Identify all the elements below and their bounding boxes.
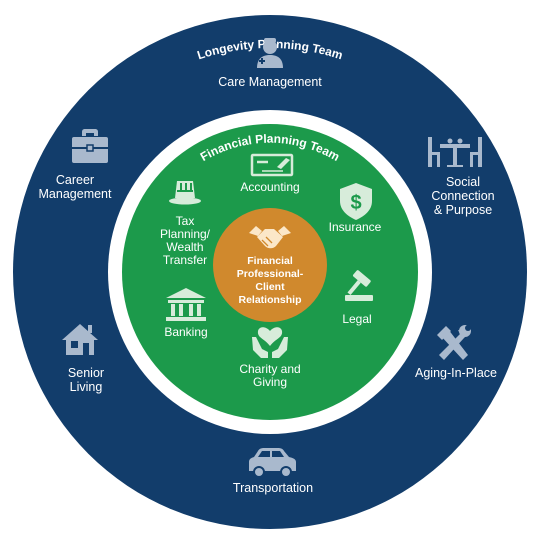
label-insurance: Insurance xyxy=(329,220,382,234)
label-tax-planning-line: Transfer xyxy=(163,253,207,267)
gavel-icon xyxy=(345,270,373,301)
core-label-line: Relationship xyxy=(238,294,301,306)
bank-icon xyxy=(166,288,206,321)
label-legal: Legal xyxy=(342,312,371,326)
car-icon xyxy=(249,448,296,478)
hands-heart-icon xyxy=(252,327,288,358)
label-career-management-line: Management xyxy=(39,187,112,201)
handshake-icon xyxy=(249,226,291,249)
svg-text:$: $ xyxy=(350,192,361,214)
label-senior-living-line: Living xyxy=(70,380,103,394)
label-social-connection-line: Social xyxy=(446,175,480,189)
nurse-icon xyxy=(257,38,283,68)
label-accounting-line: Accounting xyxy=(240,180,299,194)
label-aging-in-place-line: Aging-In-Place xyxy=(415,366,497,380)
label-care-management-line: Care Management xyxy=(218,75,322,89)
uncle-sam-hat-icon xyxy=(169,181,201,205)
label-insurance-line: Insurance xyxy=(329,220,382,234)
core-label-line: Professional- xyxy=(237,268,304,280)
core-circle xyxy=(213,208,327,322)
dining-table-icon xyxy=(428,137,482,167)
tools-icon xyxy=(437,325,471,360)
label-tax-planning-line: Tax xyxy=(176,214,195,228)
label-care-management: Care Management xyxy=(218,75,322,89)
label-social-connection-line: & Purpose xyxy=(434,203,492,217)
core-label-line: Client xyxy=(255,281,285,293)
check-icon xyxy=(250,153,294,177)
label-legal-line: Legal xyxy=(342,312,371,326)
core-label-line: Financial xyxy=(247,255,293,267)
dollar-shield-icon: $ xyxy=(340,183,372,220)
label-charity-giving-line: Giving xyxy=(253,375,287,389)
label-transportation: Transportation xyxy=(233,481,313,495)
label-career-management-line: Career xyxy=(56,173,94,187)
label-tax-planning-line: Planning/ xyxy=(160,227,211,241)
label-transportation-line: Transportation xyxy=(233,481,313,495)
house-icon xyxy=(62,324,98,355)
label-tax-planning-line: Wealth xyxy=(166,240,203,254)
label-banking: Banking xyxy=(164,325,207,339)
label-banking-line: Banking xyxy=(164,325,207,339)
label-accounting: Accounting xyxy=(240,180,299,194)
label-senior-living-line: Senior xyxy=(68,366,104,380)
label-charity-giving-line: Charity and xyxy=(239,362,300,376)
label-social-connection-line: Connection xyxy=(431,189,494,203)
briefcase-icon xyxy=(72,129,108,163)
label-aging-in-place: Aging-In-Place xyxy=(415,366,497,380)
